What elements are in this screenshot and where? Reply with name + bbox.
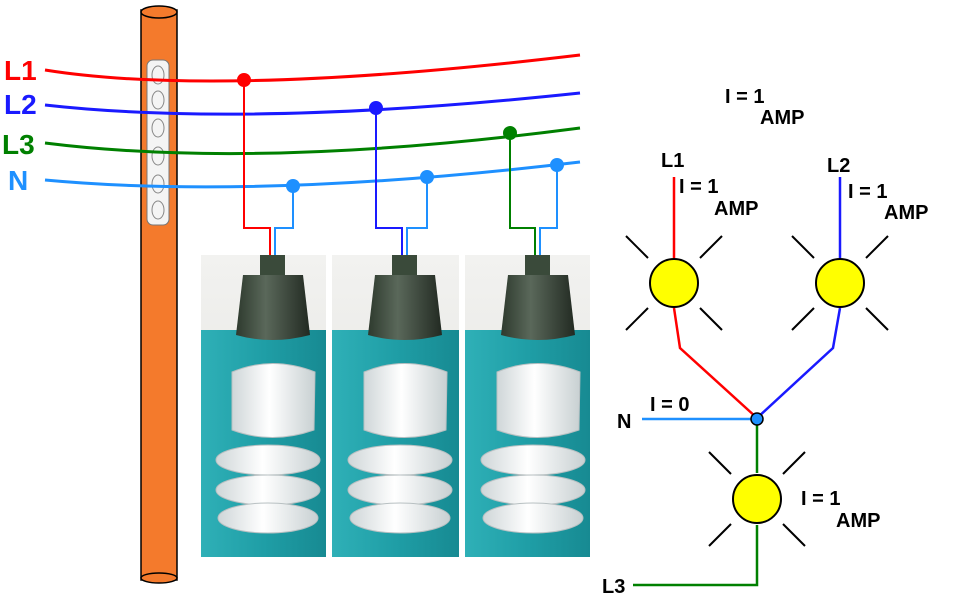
drop-wires bbox=[243, 80, 558, 255]
insulator-string bbox=[146, 59, 170, 226]
line-L2-wire bbox=[44, 91, 581, 116]
lamp-photo-2 bbox=[332, 255, 459, 557]
lamp-L1-symbol bbox=[625, 235, 723, 331]
line-L3-label: L3 bbox=[2, 129, 35, 160]
schematic-N-current: I = 0 bbox=[650, 394, 689, 416]
schematic-L2-current: I = 1 bbox=[848, 181, 887, 203]
lamp-photo-3 bbox=[465, 255, 590, 557]
schematic-L3-unit: AMP bbox=[836, 510, 880, 532]
schematic-wires bbox=[633, 177, 842, 587]
schematic-L1-current: I = 1 bbox=[679, 176, 718, 198]
neutral-junction bbox=[750, 412, 764, 426]
lamp-photo-1 bbox=[201, 255, 326, 557]
lamp-L3-symbol bbox=[708, 451, 806, 547]
line-L1-label: L1 bbox=[4, 55, 37, 86]
schematic-L3-label: L3 bbox=[602, 576, 625, 598]
line-N-wire bbox=[44, 160, 581, 189]
schematic-N-label: N bbox=[617, 411, 631, 433]
schematic-L1-label: L1 bbox=[661, 150, 684, 172]
top-current-value: I = 1 bbox=[725, 86, 764, 108]
top-current-unit: AMP bbox=[760, 107, 804, 129]
schematic-L2-unit: AMP bbox=[884, 202, 928, 224]
schematic-L1-unit: AMP bbox=[714, 198, 758, 220]
junction-dots bbox=[237, 73, 564, 193]
line-L1-wire bbox=[44, 53, 581, 83]
line-L3-wire bbox=[44, 126, 581, 156]
schematic-L2-label: L2 bbox=[827, 155, 850, 177]
schematic-L3-current: I = 1 bbox=[801, 488, 840, 510]
line-N-label: N bbox=[8, 165, 28, 196]
line-L2-label: L2 bbox=[4, 89, 37, 120]
lamp-L2-symbol bbox=[791, 235, 889, 331]
